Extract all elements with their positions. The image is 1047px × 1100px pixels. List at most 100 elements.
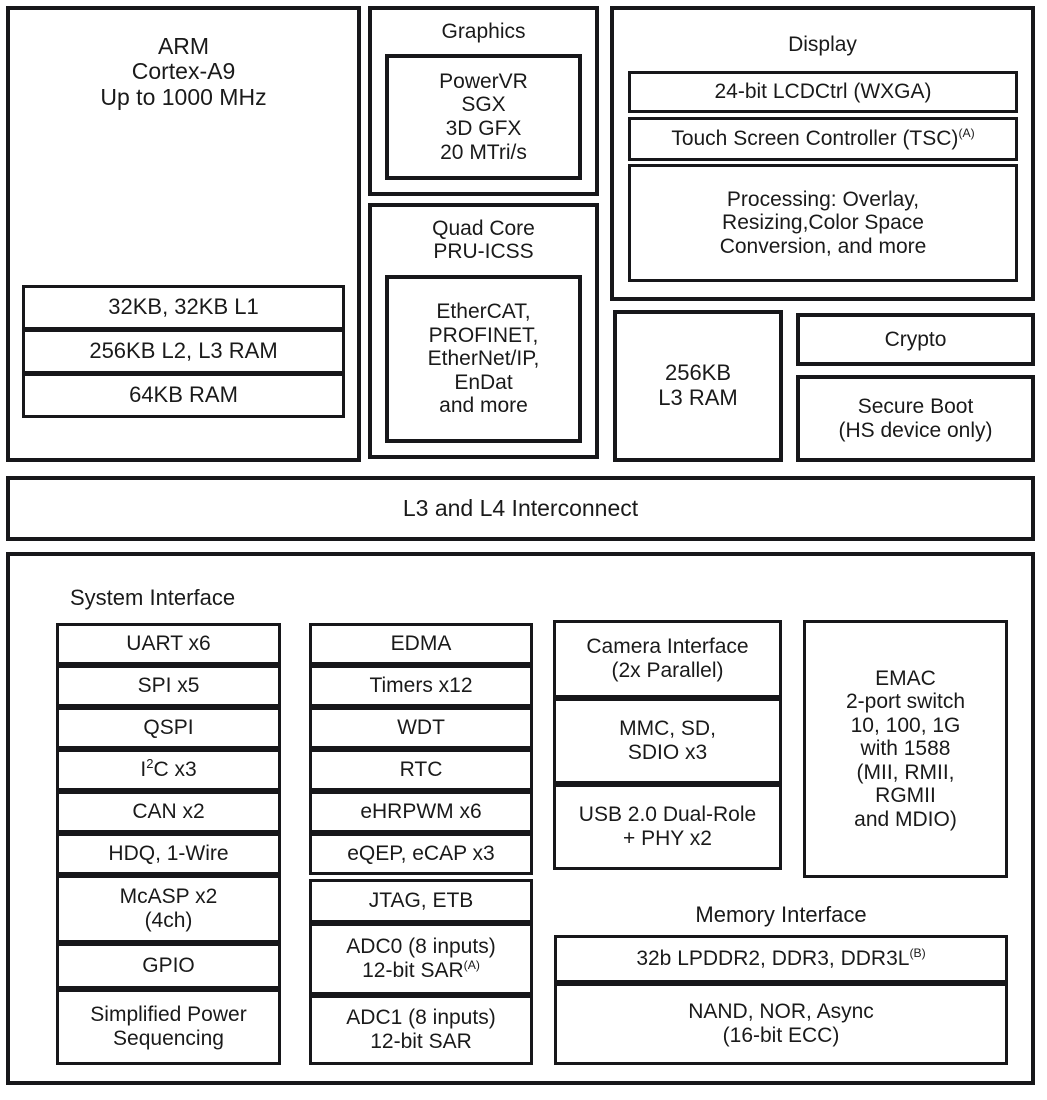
- memory-nand-line1: NAND, NOR, Async: [688, 1000, 874, 1024]
- pru-proto-5: and more: [439, 394, 528, 418]
- display-processing: Processing: Overlay, Resizing,Color Spac…: [628, 164, 1018, 282]
- periph-i2c-prefix: I: [140, 758, 147, 782]
- periph-i2c: I2C x3: [56, 749, 281, 791]
- crypto-label: Crypto: [884, 327, 947, 351]
- periph-can-label: CAN x2: [132, 800, 205, 824]
- periph-spi-label: SPI x5: [137, 674, 200, 698]
- periph-edma: EDMA: [309, 623, 533, 665]
- memory-nand-line2: (16-bit ECC): [722, 1024, 840, 1047]
- emac-line-6: RGMII: [875, 784, 936, 808]
- periph-adc0-line2: 12-bit SAR(A): [362, 958, 480, 982]
- periph-i2c-superscript: 2: [146, 756, 154, 772]
- periph-power-label: Simplified Power Sequencing: [90, 1003, 247, 1050]
- memory-ddr-label: 32b LPDDR2, DDR3, DDR3L(B): [636, 947, 925, 971]
- periph-eqep-ecap: eQEP, eCAP x3: [309, 833, 533, 875]
- arm-heading-line3: Up to 1000 MHz: [100, 83, 267, 110]
- periph-camera-interface: Camera Interface (2x Parallel): [553, 620, 782, 698]
- emac-line-7: and MDIO): [854, 807, 957, 831]
- periph-ehrpwm-label: eHRPWM x6: [360, 800, 482, 824]
- periph-qspi-label: QSPI: [143, 716, 194, 740]
- periph-adc1-label: ADC1 (8 inputs) 12-bit SAR: [346, 1006, 496, 1053]
- display-lcd-label: 24-bit LCDCtrl (WXGA): [714, 80, 932, 104]
- l3-ram-block: 256KB L3 RAM: [613, 310, 783, 462]
- memory-nand-nor-async: NAND, NOR, Async (16-bit ECC): [554, 983, 1008, 1065]
- display-tsc-text: Touch Screen Controller (TSC): [671, 127, 959, 151]
- periph-hdq-1wire: HDQ, 1-Wire: [56, 833, 281, 875]
- periph-mcasp: McASP x2 (4ch): [56, 875, 281, 943]
- pru-title-line2: PRU-ICSS: [433, 240, 534, 264]
- periph-jtag-label: JTAG, ETB: [368, 889, 474, 913]
- pru-proto-4: EnDat: [454, 370, 513, 394]
- periph-gpio-label: GPIO: [142, 954, 195, 978]
- memory-interface-title: Memory Interface: [695, 902, 867, 927]
- emac-line-2: 2-port switch: [845, 690, 966, 714]
- arm-l2-label: 256KB L2, L3 RAM: [89, 338, 278, 364]
- pru-title-line1: Quad Core: [432, 217, 535, 240]
- periph-ehrpwm: eHRPWM x6: [309, 791, 533, 833]
- arm-heading-line2: Cortex-A9: [131, 58, 236, 85]
- periph-gpio: GPIO: [56, 943, 281, 989]
- display-processing-2: Resizing,Color Space: [722, 211, 924, 235]
- graphics-line-4: 20 MTri/s: [440, 140, 527, 164]
- periph-usb: USB 2.0 Dual-Role + PHY x2: [553, 784, 782, 870]
- secure-boot-line1: Secure Boot: [857, 394, 974, 418]
- pru-proto-3: EtherNet/IP,: [427, 347, 540, 371]
- periph-mcasp-label: McASP x2 (4ch): [119, 885, 218, 932]
- emac-line-3: 10, 100, 1G: [850, 713, 961, 737]
- graphics-core: PowerVR SGX 3D GFX 20 MTri/s: [385, 54, 582, 180]
- graphics-line-3: 3D GFX: [445, 117, 522, 140]
- periph-rtc: RTC: [309, 749, 533, 791]
- arm-heading: ARM Cortex-A9 Up to 1000 MHz: [10, 33, 357, 110]
- crypto-block: Crypto: [796, 313, 1035, 366]
- arm-64kb-label: 64KB RAM: [129, 382, 238, 408]
- periph-hdq-label: HDQ, 1-Wire: [108, 842, 229, 866]
- periph-adc1: ADC1 (8 inputs) 12-bit SAR: [309, 995, 533, 1065]
- arm-l1-label: 32KB, 32KB L1: [108, 294, 259, 320]
- periph-i2c-suffix: C x3: [153, 758, 197, 782]
- display-processing-1: Processing: Overlay,: [726, 187, 920, 211]
- periph-eqep-label: eQEP, eCAP x3: [347, 842, 495, 866]
- graphics-line-1: PowerVR: [439, 69, 528, 93]
- display-tsc-label: Touch Screen Controller (TSC)(A): [671, 127, 974, 151]
- graphics-title: Graphics: [441, 20, 526, 43]
- interconnect-label: L3 and L4 Interconnect: [402, 494, 639, 521]
- arm-l2-l3-ram: 256KB L2, L3 RAM: [22, 329, 345, 374]
- memory-ddr-note: (B): [909, 946, 926, 961]
- arm-heading-line1: ARM: [157, 33, 210, 59]
- periph-mmc-label: MMC, SD, SDIO x3: [619, 717, 716, 764]
- periph-i2c-label: I2C x3: [140, 756, 197, 782]
- display-tsc-note: (A): [958, 126, 975, 141]
- pru-protocols: EtherCAT, PROFINET, EtherNet/IP, EnDat a…: [385, 275, 582, 443]
- emac-line-1: EMAC: [875, 666, 936, 690]
- emac-line-5: (MII, RMII,: [856, 760, 955, 784]
- periph-uart: UART x6: [56, 623, 281, 665]
- memory-ddr-text: 32b LPDDR2, DDR3, DDR3L: [636, 947, 910, 971]
- periph-jtag-etb: JTAG, ETB: [309, 879, 533, 923]
- periph-simplified-power-sequencing: Simplified Power Sequencing: [56, 989, 281, 1065]
- emac-line-4: with 1588: [860, 737, 951, 761]
- periph-adc0: ADC0 (8 inputs) 12-bit SAR(A): [309, 923, 533, 995]
- display-title: Display: [788, 33, 857, 56]
- periph-emac: EMAC 2-port switch 10, 100, 1G with 1588…: [803, 620, 1008, 878]
- display-processing-3: Conversion, and more: [719, 234, 927, 258]
- pru-proto-1: EtherCAT,: [436, 300, 531, 324]
- pru-icss-title: Quad Core PRU-ICSS: [372, 217, 595, 263]
- pru-proto-2: PROFINET,: [428, 323, 539, 347]
- periph-can: CAN x2: [56, 791, 281, 833]
- display-lcd-controller: 24-bit LCDCtrl (WXGA): [628, 71, 1018, 113]
- periph-qspi: QSPI: [56, 707, 281, 749]
- graphics-line-2: SGX: [461, 93, 506, 117]
- memory-ddr: 32b LPDDR2, DDR3, DDR3L(B): [554, 935, 1008, 983]
- arm-l1-cache: 32KB, 32KB L1: [22, 285, 345, 330]
- periph-rtc-label: RTC: [399, 758, 443, 782]
- l3-ram-line2: L3 RAM: [658, 385, 738, 410]
- periph-wdt-label: WDT: [397, 716, 445, 740]
- periph-camera-label: Camera Interface (2x Parallel): [586, 635, 749, 682]
- periph-uart-label: UART x6: [126, 632, 211, 656]
- interconnect-bar: L3 and L4 Interconnect: [6, 476, 1035, 541]
- periph-adc0-line1: ADC0 (8 inputs): [346, 935, 496, 959]
- secure-boot-block: Secure Boot (HS device only): [796, 375, 1035, 462]
- periph-mmc-sd-sdio: MMC, SD, SDIO x3: [553, 698, 782, 784]
- periph-wdt: WDT: [309, 707, 533, 749]
